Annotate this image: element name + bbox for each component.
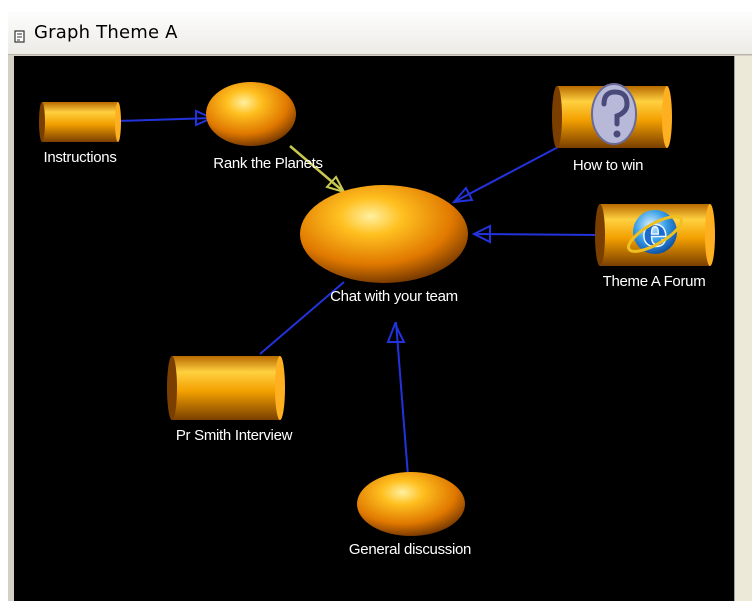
window-title: Graph Theme A xyxy=(34,22,178,43)
graph-svg: e xyxy=(39,82,715,536)
label-theme-forum: Theme A Forum xyxy=(602,273,706,290)
node-smith-interview[interactable] xyxy=(167,356,285,420)
label-instructions: Instructions xyxy=(43,149,117,166)
edge-howtowin-chat xyxy=(451,145,561,204)
node-how-to-win[interactable] xyxy=(552,83,672,148)
edge-smith-chat xyxy=(259,281,345,355)
node-theme-forum[interactable]: e xyxy=(595,204,715,266)
edge-rank-chat xyxy=(289,145,347,194)
edge-general-chat xyxy=(386,321,409,477)
internet-explorer-icon: e xyxy=(627,208,683,257)
label-general-discussion: General discussion xyxy=(348,541,472,558)
node-rank-planets[interactable] xyxy=(206,82,296,146)
node-general-discussion[interactable] xyxy=(357,472,465,536)
node-instructions[interactable] xyxy=(39,102,121,142)
node-chat-team[interactable] xyxy=(300,185,468,283)
label-how-to-win: How to win xyxy=(572,157,644,174)
edge-instructions-rank xyxy=(117,109,215,127)
label-rank-planets: Rank the Planets xyxy=(213,155,323,172)
edge-forum-chat xyxy=(471,224,601,244)
title-bar[interactable] xyxy=(8,12,752,55)
vertical-scrollbar[interactable] xyxy=(734,56,752,601)
graph-window-icon[interactable] xyxy=(14,30,26,44)
graph-canvas[interactable]: e Instructions Rank the Planets Chat wit… xyxy=(14,56,734,601)
help-question-icon xyxy=(591,83,637,145)
label-smith-interview: Pr Smith Interview xyxy=(175,427,293,444)
label-chat-team: Chat with your team xyxy=(330,288,458,305)
